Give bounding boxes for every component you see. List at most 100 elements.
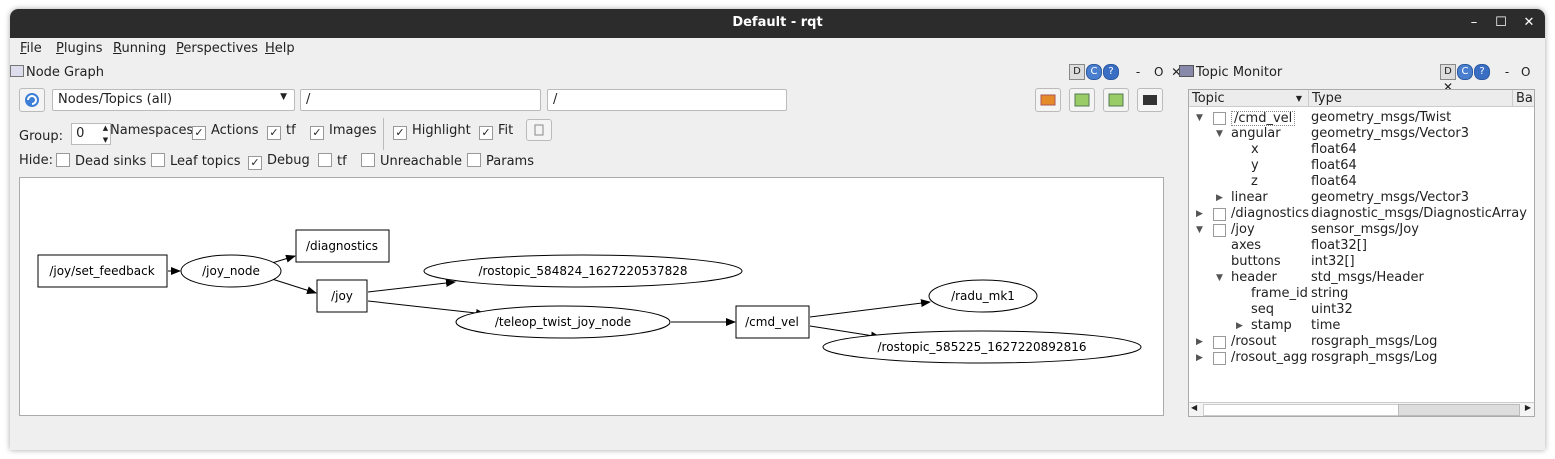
- expanded-arrow-icon[interactable]: ▼: [1216, 273, 1223, 283]
- dock-float-button[interactable]: O: [1154, 64, 1164, 79]
- checkbox-leaf-topics[interactable]: [151, 153, 165, 167]
- checkbox-dead-sinks[interactable]: [56, 153, 70, 167]
- option-fit[interactable]: ✓Fit: [479, 123, 513, 140]
- checkbox-hide-tf[interactable]: [318, 153, 332, 167]
- option-actions[interactable]: ✓Actions: [192, 123, 259, 140]
- menu-file[interactable]: File: [20, 41, 42, 56]
- graph-mode-select[interactable]: Nodes/Topics (all) ▼: [52, 89, 295, 111]
- group-spinbox[interactable]: 0▲▼: [71, 123, 112, 145]
- column-topic[interactable]: Topic▼: [1189, 90, 1309, 107]
- minimize-button[interactable]: –: [1470, 15, 1478, 30]
- menu-running[interactable]: Running: [113, 41, 167, 56]
- expanded-arrow-icon[interactable]: ▼: [1196, 113, 1203, 123]
- dock-close-icon[interactable]: ✕: [1171, 64, 1182, 79]
- checkbox-params[interactable]: [467, 153, 481, 167]
- horizontal-scrollbar[interactable]: ◀ ▶: [1189, 402, 1534, 416]
- hide-unreachable[interactable]: Unreachable: [361, 153, 462, 169]
- option-tf[interactable]: ✓tf: [267, 123, 296, 140]
- collapsed-arrow-icon[interactable]: ▶: [1196, 209, 1203, 219]
- node-filter-input[interactable]: /: [300, 89, 541, 111]
- column-type[interactable]: Type: [1309, 90, 1513, 107]
- option-namespaces[interactable]: Namespaces: [110, 123, 194, 138]
- help-icon[interactable]: ?: [1103, 64, 1119, 80]
- checkbox-actions[interactable]: ✓: [192, 126, 206, 140]
- reload-icon[interactable]: C: [1457, 64, 1473, 80]
- option-highlight[interactable]: ✓Highlight: [393, 123, 471, 140]
- checkbox-images[interactable]: ✓: [310, 126, 324, 140]
- ros-node[interactable]: [928, 279, 1038, 313]
- collapsed-arrow-icon[interactable]: ▶: [1236, 321, 1243, 331]
- hide-tf[interactable]: tf: [318, 153, 347, 169]
- menu-perspectives[interactable]: Perspectives: [176, 41, 259, 56]
- save-dot-button[interactable]: [1069, 88, 1095, 112]
- load-dot-button[interactable]: [1035, 88, 1061, 112]
- spin-down-icon[interactable]: ▼: [102, 136, 109, 144]
- scroll-left-icon[interactable]: ◀: [1191, 403, 1198, 412]
- checkbox-debug[interactable]: ✓: [248, 156, 262, 170]
- collapsed-arrow-icon[interactable]: ▶: [1196, 353, 1203, 363]
- save-image-button[interactable]: [1137, 88, 1163, 112]
- topic-node[interactable]: [316, 279, 368, 313]
- collapsed-arrow-icon[interactable]: ▶: [1196, 337, 1203, 347]
- graph-canvas[interactable]: /joy/set_feedback /diagnostics /joy /cmd…: [19, 177, 1164, 416]
- topic-filter-input[interactable]: /: [547, 89, 787, 111]
- menu-help[interactable]: Help: [265, 41, 295, 56]
- spin-up-icon[interactable]: ▲: [102, 124, 109, 132]
- column-bandwidth[interactable]: Ban: [1513, 90, 1534, 107]
- checkbox-fit[interactable]: ✓: [479, 126, 493, 140]
- scroll-thumb[interactable]: [1398, 404, 1520, 416]
- hide-debug[interactable]: ✓Debug: [248, 153, 310, 170]
- expanded-arrow-icon[interactable]: ▼: [1196, 225, 1203, 235]
- ros-node[interactable]: [423, 254, 743, 288]
- close-button[interactable]: ✕: [1523, 15, 1535, 30]
- topic-checkbox[interactable]: [1213, 112, 1226, 125]
- ros-node[interactable]: [180, 254, 282, 288]
- maximize-button[interactable]: ☐: [1495, 15, 1507, 30]
- topic-checkbox[interactable]: [1213, 336, 1226, 349]
- scroll-right-icon[interactable]: ▶: [1524, 403, 1531, 412]
- dock-close-icon[interactable]: ✕: [1443, 80, 1454, 94]
- topic-node[interactable]: [37, 254, 168, 288]
- help-icon[interactable]: ?: [1474, 64, 1490, 80]
- expanded-arrow-icon[interactable]: ▼: [1216, 129, 1223, 139]
- reload-icon[interactable]: C: [1086, 64, 1102, 80]
- dock-d-button[interactable]: D: [1069, 64, 1085, 80]
- dock-minimize-button[interactable]: -: [1135, 64, 1141, 79]
- dock-float-button[interactable]: O: [1521, 64, 1531, 79]
- hide-params[interactable]: Params: [467, 153, 534, 169]
- topic-checkbox[interactable]: [1213, 208, 1226, 221]
- collapsed-arrow-icon[interactable]: ▶: [1216, 193, 1223, 203]
- topic-tree[interactable]: Topic▼ Type Ban ▼/cmd_velgeometry_msgs/T…: [1188, 89, 1535, 417]
- checkbox-highlight[interactable]: ✓: [393, 126, 407, 140]
- topic-checkbox[interactable]: [1213, 352, 1226, 365]
- save-svg-button[interactable]: [1103, 88, 1129, 112]
- refresh-graph-button[interactable]: [19, 88, 45, 112]
- fit-in-view-button[interactable]: [526, 119, 552, 141]
- hide-dead-sinks[interactable]: Dead sinks: [56, 153, 146, 169]
- ros-node[interactable]: [822, 330, 1142, 364]
- ros-node[interactable]: [455, 305, 671, 339]
- topic-node[interactable]: [295, 229, 390, 263]
- topic-checkbox[interactable]: [1213, 224, 1226, 237]
- dock-d-button[interactable]: D: [1440, 64, 1456, 80]
- checkbox-unreachable[interactable]: [361, 153, 375, 167]
- dock-minimize-button[interactable]: -: [1504, 64, 1510, 79]
- hide-leaf-topics[interactable]: Leaf topics: [151, 153, 241, 169]
- topic-node[interactable]: [735, 305, 810, 339]
